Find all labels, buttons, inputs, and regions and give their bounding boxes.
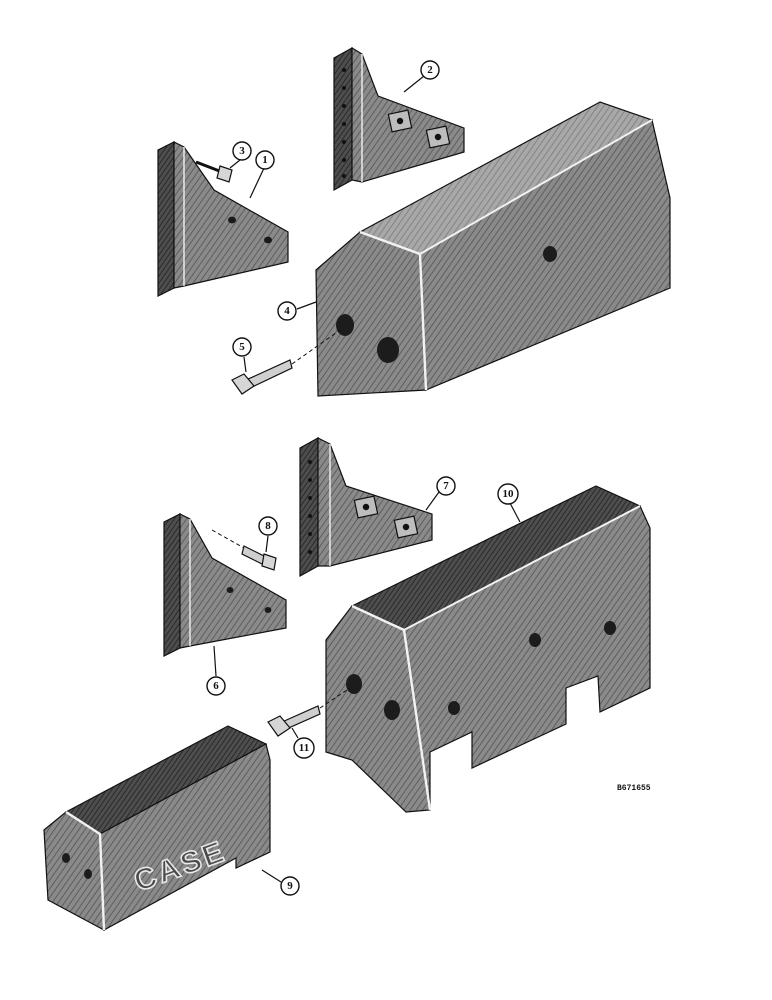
bolt-3 xyxy=(195,160,233,183)
callout-8-label: 8 xyxy=(265,520,271,532)
bracket-2 xyxy=(333,46,465,192)
callout-7: 7 xyxy=(425,476,456,511)
callout-2: 2 xyxy=(403,60,440,93)
callout-9: 9 xyxy=(261,869,300,896)
callout-4-label: 4 xyxy=(284,305,290,317)
callout-8: 8 xyxy=(258,516,278,553)
callout-2-label: 2 xyxy=(427,64,433,76)
callout-11: 11 xyxy=(291,727,315,759)
callout-3: 3 xyxy=(229,141,252,169)
callout-5: 5 xyxy=(232,337,252,373)
callout-7-label: 7 xyxy=(443,480,449,492)
callout-1-label: 1 xyxy=(262,154,268,166)
weight-10 xyxy=(325,485,651,813)
callout-3-label: 3 xyxy=(239,145,245,157)
bracket-6 xyxy=(163,513,287,657)
callout-11-label: 11 xyxy=(299,742,309,754)
callout-10: 10 xyxy=(497,483,521,523)
callout-9-label: 9 xyxy=(287,880,293,892)
weight-4 xyxy=(315,101,671,397)
bracket-7 xyxy=(299,436,433,578)
bolt-5 xyxy=(231,329,341,395)
bolt-8 xyxy=(211,529,277,571)
callout-6-label: 6 xyxy=(213,680,219,692)
front-weight-9 xyxy=(43,725,271,932)
reference-number: B671655 xyxy=(617,784,651,793)
callout-4: 4 xyxy=(277,301,317,321)
bolt-11 xyxy=(267,687,351,737)
callout-10-label: 10 xyxy=(503,488,515,500)
callout-6: 6 xyxy=(206,645,226,696)
callout-1: 1 xyxy=(249,150,275,199)
bracket-1 xyxy=(157,141,289,297)
callout-5-label: 5 xyxy=(239,341,245,353)
